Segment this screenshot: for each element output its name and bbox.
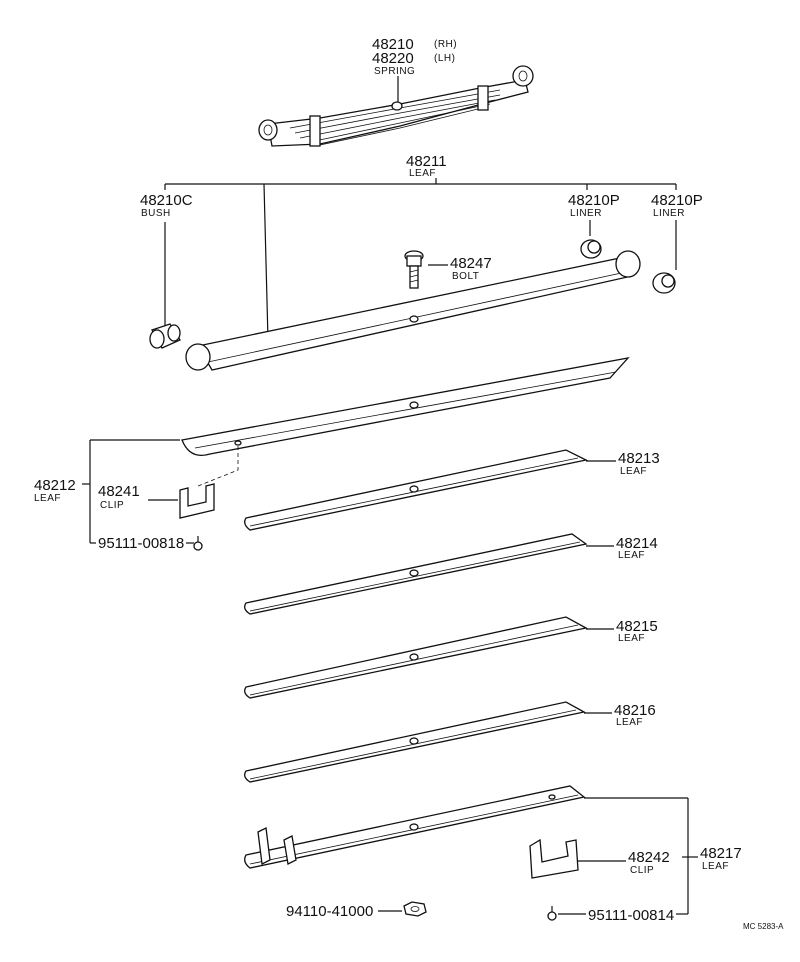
leaf-48215-drawing <box>244 616 588 699</box>
rivet-95111-00814-drawing <box>547 906 557 921</box>
leaf-48216-name: LEAF <box>616 717 643 728</box>
rivet-95111-00814-part-number: 95111-00814 <box>588 907 674 924</box>
liner-a-drawing <box>580 239 602 259</box>
clip-48241-part-number: 48241 <box>98 483 140 500</box>
leaf-48217-part-number: 48217 <box>700 845 742 862</box>
clip-48241-drawing <box>179 483 215 519</box>
diagram-reference-code: MC 5283-A <box>743 922 784 931</box>
leaf-48214-drawing <box>244 533 588 615</box>
leaf-48217-name: LEAF <box>702 861 729 872</box>
liner-b-name: LINER <box>653 208 685 219</box>
rivet-95111-00818-part-number: 95111-00818 <box>98 535 184 552</box>
bush-part-number: 48210C <box>140 192 193 209</box>
leaf-48215-part-number: 48215 <box>616 618 658 635</box>
rivet-95111-00818-drawing <box>193 536 203 551</box>
liner-a-part-number: 48210P <box>568 192 620 209</box>
leaf-48217-drawing <box>244 785 586 869</box>
clip-48241-name: CLIP <box>100 500 124 511</box>
leaf-48213-part-number: 48213 <box>618 450 660 467</box>
nut-drawing <box>403 901 427 917</box>
leaf-48215-name: LEAF <box>618 633 645 644</box>
spring-part-number-rh: 48210 <box>372 36 414 53</box>
bolt-drawing <box>404 250 424 289</box>
clip-48242-name: CLIP <box>630 865 654 876</box>
spring-name-label: SPRING <box>374 66 415 77</box>
leaf-48216-drawing <box>244 701 586 783</box>
liner-b-drawing <box>652 272 676 294</box>
spring-side-lh: (LH) <box>434 53 455 64</box>
nut-part-number: 94110-41000 <box>286 903 373 920</box>
leaf-48212-name: LEAF <box>34 493 61 504</box>
bush-name: BUSH <box>141 208 171 219</box>
leaf-48213-drawing <box>244 449 588 531</box>
leaf-48214-name: LEAF <box>618 550 645 561</box>
liner-b-part-number: 48210P <box>651 192 703 209</box>
leaf-48211-name: LEAF <box>409 168 436 179</box>
leaf-48213-name: LEAF <box>620 466 647 477</box>
bush-drawing <box>149 323 181 349</box>
leaf-48212-drawing <box>181 357 630 457</box>
leaf-48216-part-number: 48216 <box>614 702 656 719</box>
leaf-48212-part-number: 48212 <box>34 477 76 494</box>
clip-48242-part-number: 48242 <box>628 849 670 866</box>
bolt-name: BOLT <box>452 271 479 282</box>
leaf-48214-part-number: 48214 <box>616 535 658 552</box>
leaf-48211-part-number: 48211 <box>406 153 447 170</box>
leaf-48211-drawing <box>185 250 641 371</box>
liner-a-name: LINER <box>570 208 602 219</box>
spring-side-rh: (RH) <box>434 39 457 50</box>
clip-48242-drawing <box>529 838 579 879</box>
spring-part-number-lh: 48220 <box>372 50 414 67</box>
spring-assembly-drawing <box>258 65 534 147</box>
bolt-part-number: 48247 <box>450 255 492 272</box>
